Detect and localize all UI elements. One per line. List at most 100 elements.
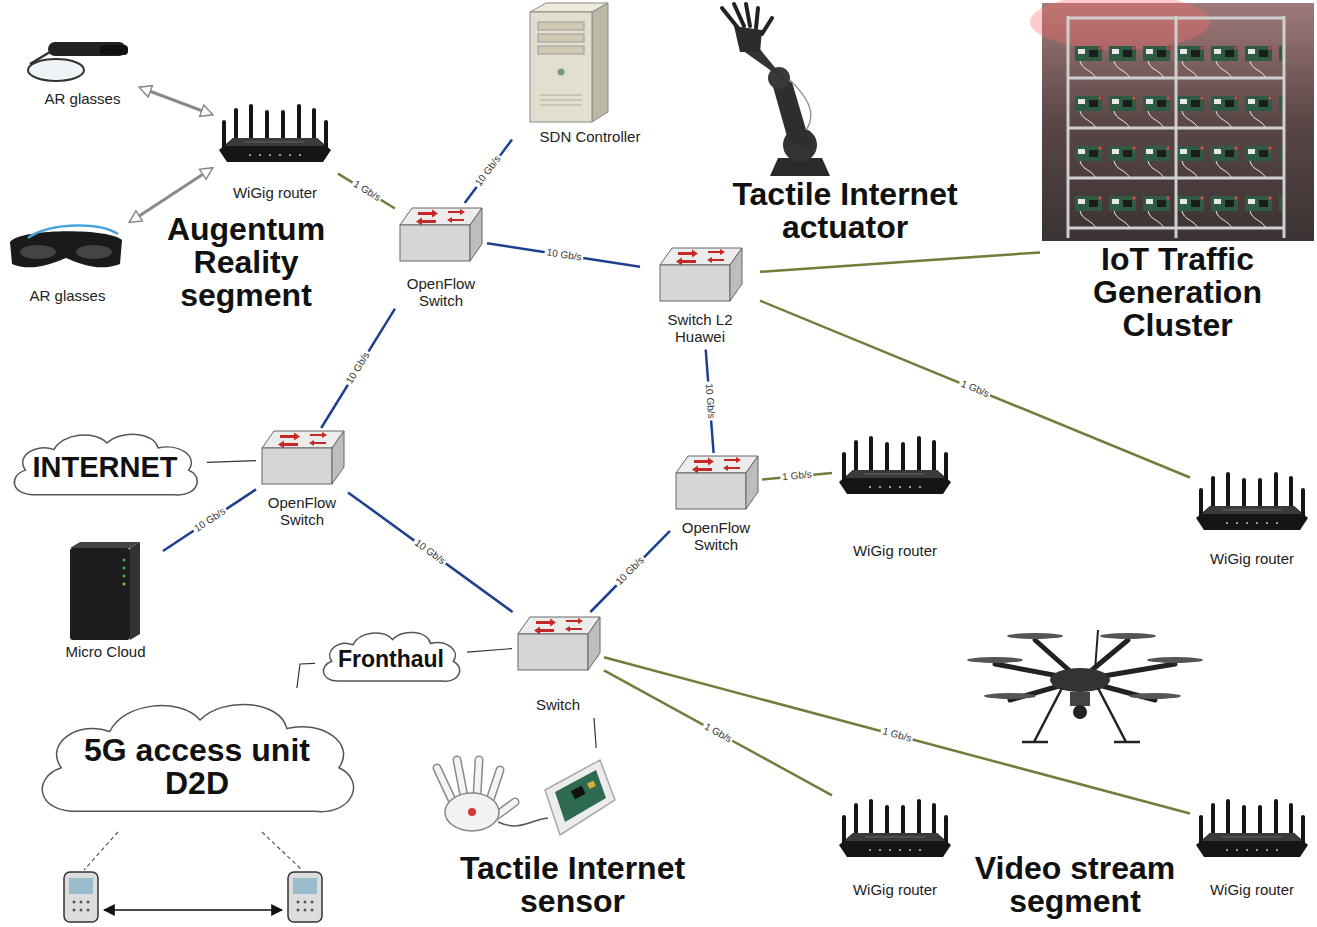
link-line [487,243,640,267]
link-speed-label: 1 Gb/s [349,177,384,205]
link-line [590,531,670,612]
ar-glasses-device: AR glasses [5,215,130,309]
l2-switch: Switch L2 Huawei [640,243,760,350]
iot-cluster: IoT Traffic Generation Cluster [1040,2,1315,347]
link-speed-label: 10 Gb/s [343,349,374,388]
openflow-switch: OpenFlow Switch [395,203,487,315]
device-caption: AR glasses [30,287,106,304]
openflow-switch: OpenFlow Switch [670,453,762,558]
nas-icon [70,542,140,640]
iot-cluster-photo [1030,0,1314,241]
device-caption: WiGig router [853,881,937,898]
link-line [140,88,212,115]
link-speed-label: 10 Gb/s [702,381,717,421]
link-label-holder: 10 Gb/s [612,553,648,589]
wigig-router: WiGig router [212,98,338,206]
segment-heading: Augentum Reality segment [141,213,351,312]
wigig-router: WiGig router [832,430,958,564]
device-caption: OpenFlow Switch [676,519,756,554]
access-switch: Switch [512,612,604,718]
switch-icon [676,456,758,509]
link-line [760,252,1040,271]
link-label-holder: 1 Gb/s [349,177,384,205]
link-label-holder: 1 Gb/s [879,725,914,745]
link-line [467,649,512,653]
drone-figure [967,630,1203,742]
switch-icon [400,208,482,261]
device-caption: WiGig router [853,542,937,559]
segment-heading: Tactile Internet actuator [710,178,980,244]
segment-heading: 5G access unit D2D [72,734,322,800]
router-icon [219,104,331,162]
switch-icon [660,248,742,301]
segment-heading: Tactile Internet sensor [438,852,708,918]
link-speed-label: 1 Gb/s [700,720,735,747]
router-icon [839,436,951,494]
link-speed-label: 1 Gb/s [957,377,993,401]
access-unit-cloud: 5G access unit D2D [23,688,370,833]
wigig-router: WiGig router [1190,466,1314,572]
segment-heading: IoT Traffic Generation Cluster [1053,243,1303,342]
device-caption: SDN Controller [540,128,641,145]
ar-goggles-icon [10,225,122,267]
device-caption: WiGig router [1210,550,1294,567]
device-caption: OpenFlow Switch [401,275,481,310]
link-line [321,309,395,428]
phone-pair [64,832,322,922]
heading-holder: Video stream segment [955,852,1195,918]
link-line [465,140,512,203]
switch-icon [518,617,600,670]
link-speed-label: 10 Gb/s [190,504,229,536]
device-caption: Switch L2 Huawei [660,311,740,346]
device-caption: OpenFlow Switch [262,494,342,529]
internet-cloud: INTERNET [3,425,207,507]
link-label-holder: 10 Gb/s [543,246,583,264]
sensor-figure: Tactile Internet sensor [430,748,715,923]
device-caption: WiGig router [233,184,317,201]
server-icon [530,3,608,122]
glove-figure [437,760,615,835]
device-caption: Micro Cloud [65,643,145,660]
sdn-controller: SDN Controller [512,2,668,152]
link-label-holder: 10 Gb/s [190,504,229,536]
heading-holder: Augentum Reality segment [141,213,351,312]
robot-arm-figure [722,4,830,176]
link-speed-label: 10 Gb/s [612,553,648,589]
link-line [348,492,513,612]
link-label-holder: 10 Gb/s [411,536,450,569]
ar-glasses-icon [28,42,128,81]
link-label-holder: 10 Gb/s [472,152,505,190]
link-speed-label: 1 Gb/s [879,725,914,745]
link-speed-label: 10 Gb/s [472,152,505,190]
link-label-holder: 1 Gb/s [957,377,993,401]
router-icon [1196,472,1308,530]
link-line [297,663,315,688]
link-line [594,718,596,748]
link-line [604,657,1190,813]
link-line [604,670,832,795]
link-speed-label: 10 Gb/s [411,536,450,569]
device-caption: Switch [536,696,580,713]
link-label-holder: 10 Gb/s [343,349,374,388]
link-label-holder: 10 Gb/s [702,381,717,421]
link-speed-label: 1 Gb/s [780,469,814,484]
micro-cloud-storage: Micro Cloud [48,540,163,665]
wigig-router: WiGig router [1190,793,1314,903]
switch-icon [262,431,344,484]
fronthaul-cloud: Fronthaul [315,625,467,691]
wigig-router: WiGig router [832,793,958,903]
actuator-figure: Tactile Internet actuator [700,2,990,252]
openflow-switch: OpenFlow Switch [256,428,348,533]
segment-heading: Video stream segment [955,852,1195,918]
link-label-holder: 1 Gb/s [700,720,735,747]
router-icon [839,799,951,857]
ar-glasses-device: AR glasses [25,38,140,112]
segment-heading: INTERNET [33,453,178,483]
router-icon [1196,799,1308,857]
link-speed-label: 10 Gb/s [543,246,583,264]
link-label-holder: 1 Gb/s [780,469,814,484]
segment-heading: Fronthaul [338,648,444,672]
link-line [207,461,256,463]
device-caption: WiGig router [1210,881,1294,898]
link-line [338,174,395,209]
